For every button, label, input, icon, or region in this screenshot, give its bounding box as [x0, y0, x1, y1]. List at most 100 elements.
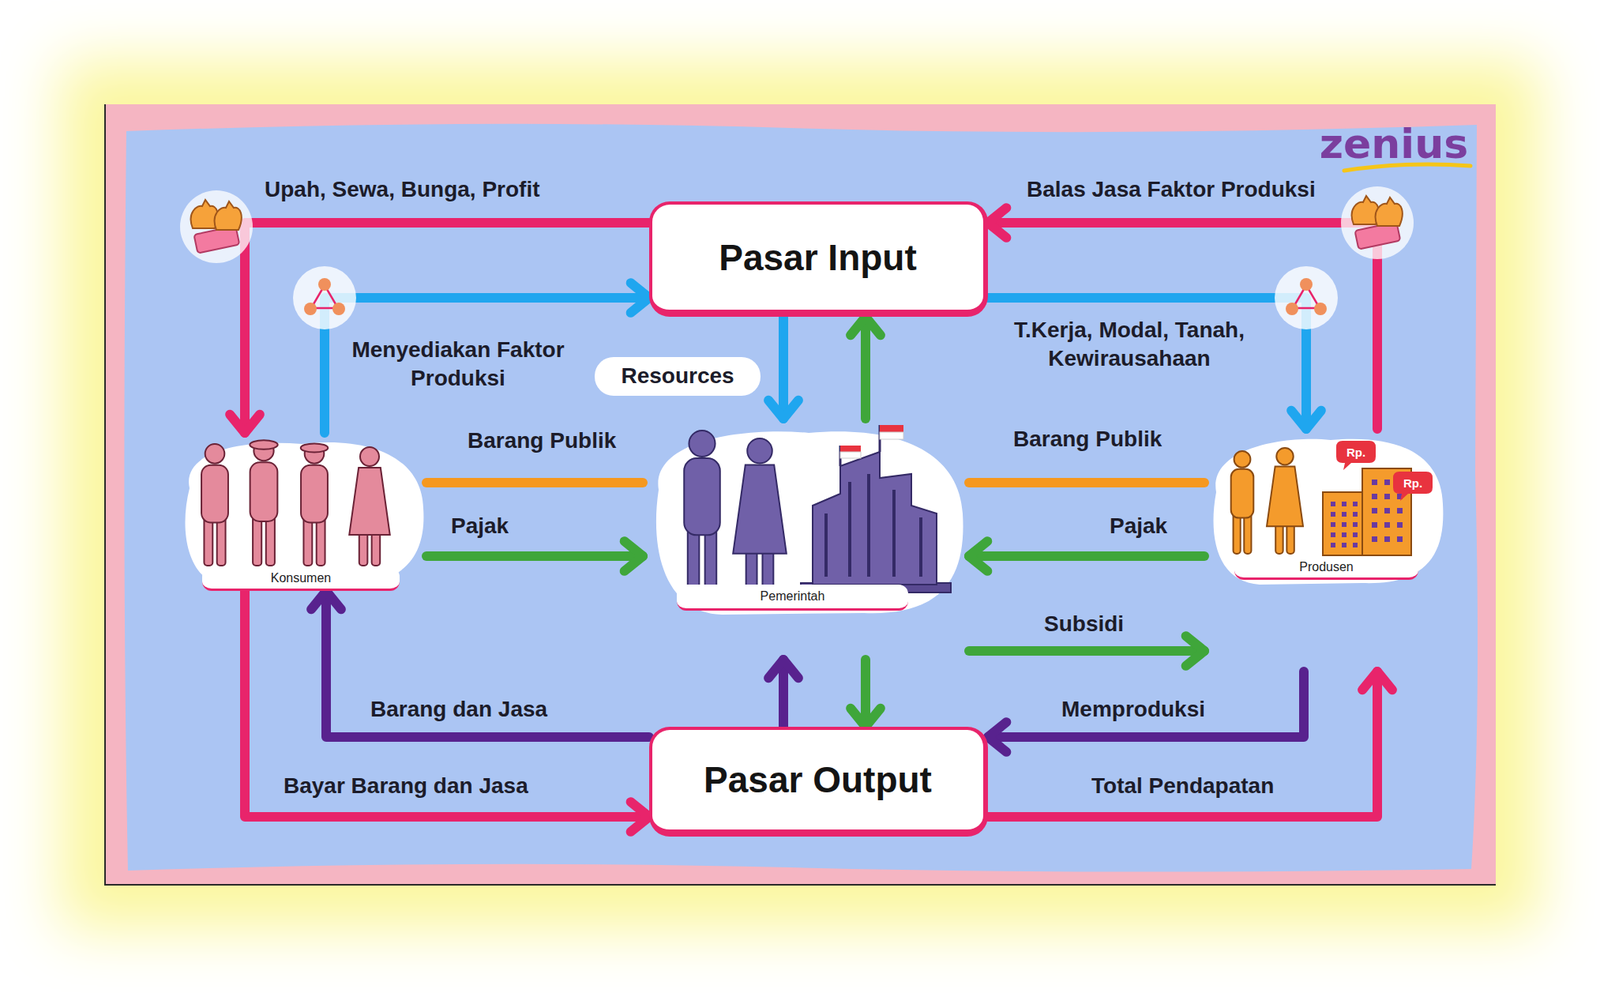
money-bag: [1352, 195, 1379, 225]
flow-connector: [768, 659, 799, 727]
rp-sign: Rp.: [1403, 476, 1423, 490]
building-window: [1384, 493, 1390, 500]
icon-disc: [180, 190, 253, 263]
arrow-head: [987, 721, 1007, 752]
building-window: [1330, 501, 1336, 507]
arrow-head: [311, 590, 342, 609]
arrow-head: [850, 316, 881, 335]
rp-sign-box: Rp.: [1336, 440, 1376, 463]
network-icon: [1274, 266, 1338, 330]
building-window: [1330, 522, 1336, 527]
arrow-head: [1186, 635, 1205, 666]
flow-line: [987, 297, 1307, 429]
person-head: [205, 443, 226, 464]
flow-connector: [244, 590, 650, 832]
building-window: [1397, 536, 1403, 542]
white-blob: [656, 431, 964, 615]
flag-red: [840, 445, 861, 452]
actor-group: Produsen: [1204, 428, 1447, 672]
network-icon: [292, 266, 357, 330]
flow-connector: [426, 540, 643, 571]
edge-label: Barang Publik: [467, 426, 616, 455]
building-window: [1330, 532, 1336, 538]
arrow-head: [969, 540, 988, 571]
arrow-head: [630, 801, 650, 832]
flow-connector: [768, 316, 799, 419]
flag-white: [879, 431, 904, 440]
person-hat: [300, 443, 328, 452]
edge-label: Bayar Barang dan Jasa: [283, 771, 529, 800]
building-window: [1341, 501, 1347, 507]
building-window: [1352, 532, 1358, 538]
flag-white: [840, 451, 861, 459]
market-box: Pasar Input: [649, 201, 988, 317]
arrow-head: [630, 282, 650, 313]
actor-label: Produsen: [1299, 559, 1354, 575]
flow-connector: [969, 482, 1205, 484]
rp-bubble: [1336, 440, 1376, 470]
person-head: [360, 446, 380, 466]
building-window: [1352, 522, 1358, 527]
arrow-head: [850, 708, 881, 727]
building-window: [1384, 507, 1390, 514]
money-bag: [191, 199, 218, 229]
rp-sign-box: Rp.: [1393, 471, 1433, 494]
building-window: [1330, 542, 1336, 548]
building-window: [1384, 479, 1390, 485]
actor-label: Pemerintah: [760, 589, 826, 604]
person-body: [201, 465, 229, 523]
actor-label: Konsumen: [270, 570, 332, 586]
flow-connector: [969, 635, 1205, 666]
flow-line: [778, 316, 789, 419]
white-blob: [184, 442, 424, 588]
flow-connector: [426, 482, 643, 484]
arrow-head: [624, 540, 643, 571]
building-window: [1397, 522, 1403, 528]
flow-line: [426, 477, 643, 488]
person-body: [250, 461, 278, 522]
market-title: Pasar Input: [718, 236, 917, 279]
flow-line: [987, 222, 1378, 429]
edge-label: Menyediakan Faktor Produksi: [323, 335, 593, 394]
market-title: Pasar Output: [703, 758, 932, 801]
arrow-head: [768, 659, 799, 678]
building-window: [1371, 522, 1378, 528]
edge-label: Upah, Sewa, Bunga, Profit: [264, 175, 540, 204]
flow-line: [987, 671, 1378, 817]
white-blob: [1213, 439, 1443, 585]
icon-disc: [292, 266, 357, 330]
rp-sign: Rp.: [1346, 445, 1366, 459]
person-head: [1234, 450, 1251, 468]
building-window: [1384, 522, 1390, 528]
network-person: [1285, 302, 1299, 316]
flow-line: [969, 551, 1205, 561]
government-building: [812, 451, 937, 585]
building-window: [1352, 511, 1358, 517]
person-body: [1231, 469, 1255, 519]
flow-line: [244, 222, 650, 433]
actor-illustration: [1204, 428, 1447, 672]
brand-logo-box: zenius: [1310, 120, 1477, 168]
building-window: [1384, 536, 1390, 542]
person-head: [747, 438, 773, 464]
arrow-head: [1291, 410, 1322, 429]
flow-connector: [850, 659, 881, 727]
actor-label-pill: Produsen: [1234, 555, 1419, 580]
actor-group: Konsumen: [175, 432, 427, 591]
building-window: [1341, 522, 1347, 527]
person-body: [683, 458, 721, 535]
blue-panel: [123, 123, 1478, 872]
person-hat: [249, 439, 278, 449]
person-head: [688, 430, 715, 457]
person-dress: [1266, 465, 1304, 526]
edge-label: T.Kerja, Modal, Tanah, Kewirausahaan: [995, 315, 1264, 374]
building-window: [1371, 536, 1378, 542]
flow-connector: [987, 671, 1393, 817]
flow-line: [969, 646, 1205, 656]
brand-logo: zenius: [1319, 120, 1469, 168]
edge-label: Subsidi: [1044, 609, 1124, 639]
building-window: [1397, 507, 1403, 514]
money-bag: [214, 201, 242, 230]
arrow-head: [768, 400, 799, 419]
flow-line: [326, 590, 650, 737]
